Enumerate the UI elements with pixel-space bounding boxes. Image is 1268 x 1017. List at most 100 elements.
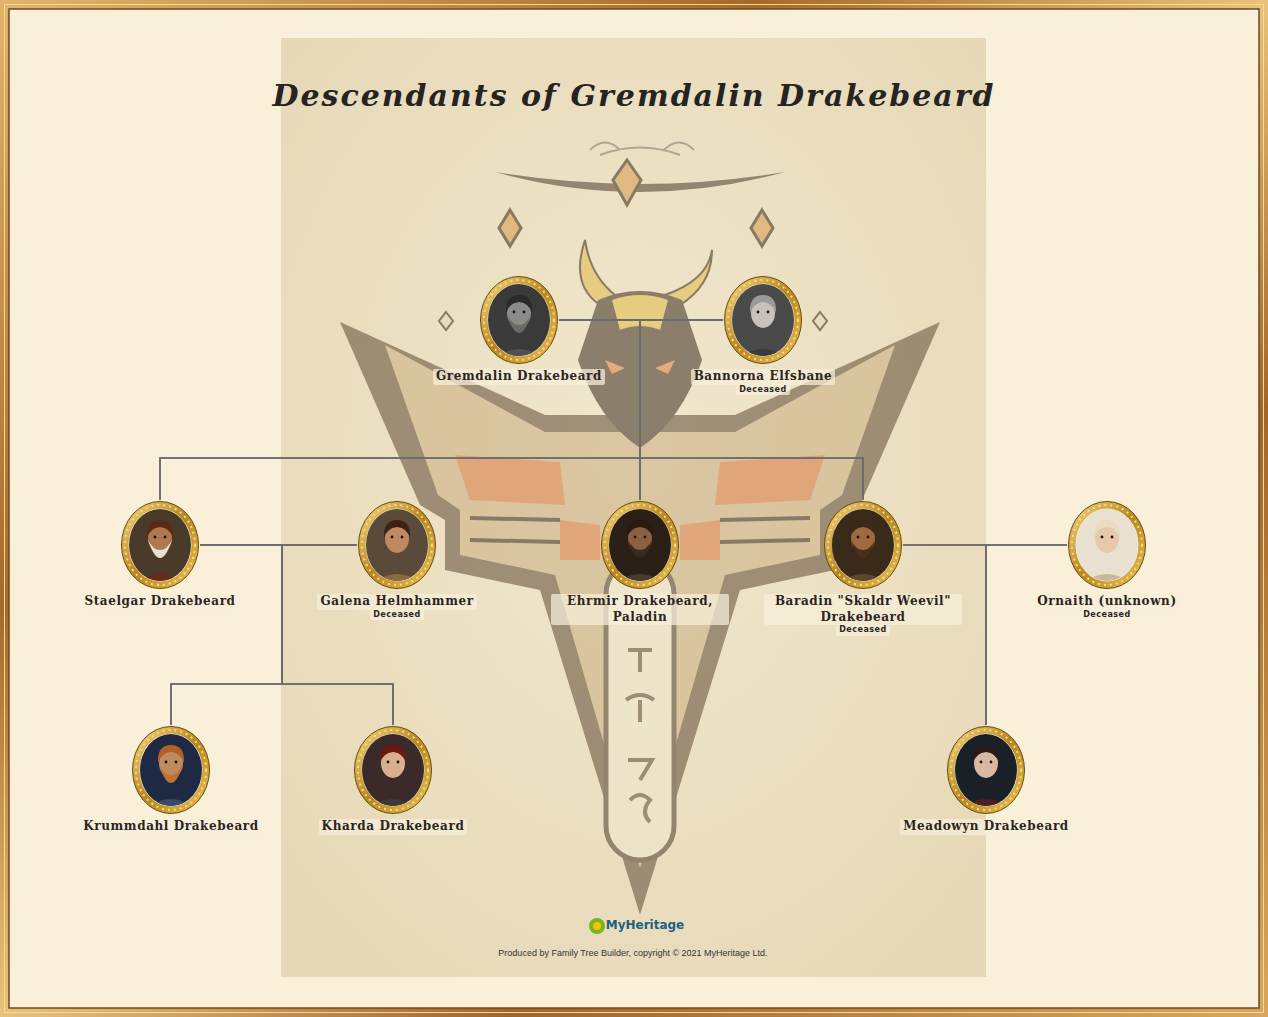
diagram-title: Descendants of Gremdalin Drakebeard [234,78,1034,114]
logo-dot [593,922,601,930]
family-line [986,545,1067,725]
person-node: Gremdalin Drakebeard [419,275,619,385]
portrait-frame [131,725,211,815]
myheritage-logo [589,918,605,934]
portrait-frame [600,500,680,590]
portrait-part [767,311,770,314]
portrait-face [353,725,433,815]
person-name: Krummdahl Drakebeard [80,819,261,835]
family-line [200,545,393,725]
gold-rim [951,730,1021,810]
portrait-part [148,540,172,558]
person-name: Ehrmir Drakebeard, Paladin [551,594,729,625]
portrait-part [980,761,983,764]
rim-ornament [358,730,428,810]
rim-ornament [484,280,554,360]
portrait-frame [1067,500,1147,590]
gold-rim [828,505,898,585]
copyright-note: Produced by Family Tree Builder, copyrig… [383,948,883,958]
emblem-diamond [813,312,827,330]
emblem-diamond [499,210,521,246]
person-node: Ehrmir Drakebeard, Paladin [551,500,729,625]
status-note: Deceased [836,625,890,635]
gold-rim [605,505,675,585]
portrait-part [387,761,390,764]
rim-ornament [728,280,798,360]
portrait-frame [357,500,437,590]
family-line [903,545,986,725]
rim-ornament [1072,505,1142,585]
portrait-part [1101,536,1104,539]
portrait-face [600,500,680,590]
family-line [160,320,723,500]
portrait-face [120,500,200,590]
portrait-part [757,311,760,314]
family-line [160,320,640,500]
portrait-frame [353,725,433,815]
person-node: Bannorna ElfsbaneDeceased [673,275,853,395]
portrait-part [165,761,168,764]
status-note: Deceased [736,385,790,395]
portrait-face [357,500,437,590]
portrait-part [857,536,860,539]
portrait-part [147,520,173,538]
emblem-scroll [590,143,694,156]
person-name: Ornaith (unknown) [1034,594,1179,610]
person-name: Kharda Drakebeard [319,819,468,835]
portrait-part [628,540,652,558]
emblem-accent [680,520,720,560]
rim-edge [725,277,802,364]
rim-ornament [136,730,206,810]
portrait-face [946,725,1026,815]
gold-rim [136,730,206,810]
dragon-horn [580,240,615,305]
gold-rim [358,730,428,810]
family-line [559,320,863,500]
portrait-part [867,536,870,539]
portrait-part [513,311,516,314]
gold-rim [362,505,432,585]
connectors [160,320,1067,725]
portrait-part [1094,520,1120,538]
portrait-part [159,765,183,783]
gold-rim [125,505,195,585]
gold-rim [1072,505,1142,585]
person-node: Galena HelmhammerDeceased [312,500,482,620]
person-node: Staelgar Drakebeard [65,500,255,610]
portrait-part [973,745,999,763]
emblem-diamond [613,160,641,205]
emblem-diamond [439,312,453,330]
dragon-emblem [340,143,940,916]
rim-edge [355,727,432,814]
rim-ornament [951,730,1021,810]
emblem-accent [455,455,565,505]
portrait-part [164,536,167,539]
person-node: Kharda Drakebeard [308,725,478,835]
person-name: Meadowyn Drakebeard [900,819,1072,835]
portrait-face [131,725,211,815]
rim-edge [948,727,1025,814]
person-name: Staelgar Drakebeard [81,594,238,610]
person-name: Bannorna Elfsbane [691,369,836,385]
portrait-frame [120,500,200,590]
rim-edge [359,502,436,589]
rim-ornament [362,505,432,585]
portrait-part [506,295,532,313]
rim-edge [122,502,199,589]
portrait-frame [723,275,803,365]
parchment-panel [281,38,986,977]
portrait-part [627,520,653,538]
portrait-part [384,520,410,538]
emblem-diamond [751,210,773,246]
emblem-accent [560,520,600,560]
rim-edge [602,502,679,589]
logo-circle [589,918,605,934]
gold-rim [728,280,798,360]
rim-edge [133,727,210,814]
portrait-face [823,500,903,590]
rim-ornament [125,505,195,585]
rim-edge [481,277,558,364]
rim-edge [825,502,902,589]
